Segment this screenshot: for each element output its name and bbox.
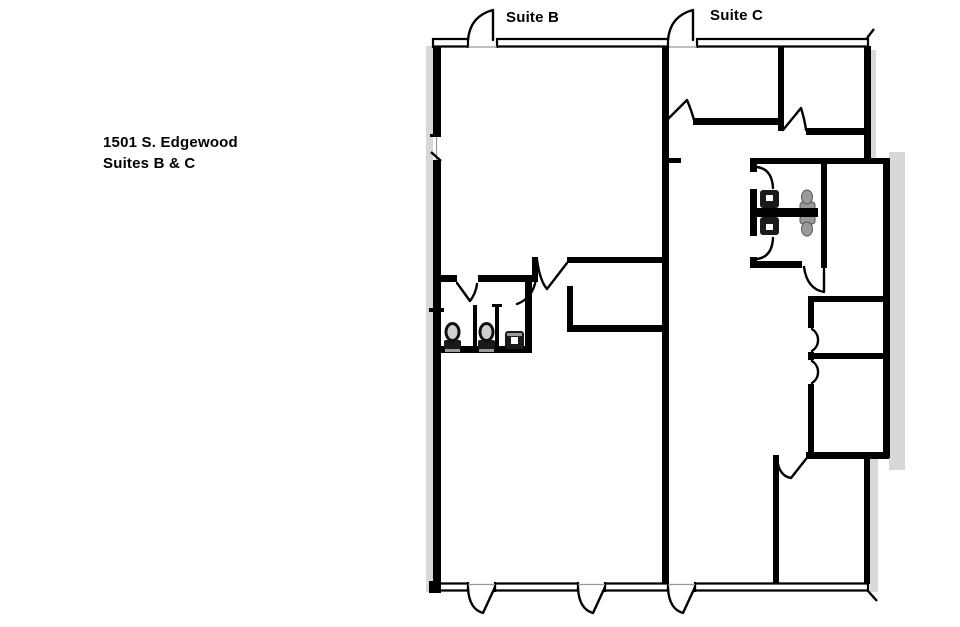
suite-c-walls: [693, 46, 890, 584]
urinal-icon: [505, 331, 524, 349]
suite-b-closet-walls: [567, 257, 665, 332]
wall-shadows: [426, 46, 905, 592]
exterior-wall-top: [431, 28, 875, 48]
monitor-icon: [760, 190, 779, 208]
address-line-1: 1501 S. Edgewood: [103, 134, 238, 151]
door-arc-room-b: [810, 359, 820, 385]
monitor-icon: [760, 217, 779, 235]
door-swings: [455, 8, 826, 615]
door-sill-lines: [435, 46, 697, 586]
door-arc-conf-south: [802, 265, 826, 294]
door-arc-suite-c-entry: [666, 8, 695, 42]
address-line-2: Suites B & C: [103, 155, 196, 172]
door-arc-rear-3: [666, 585, 697, 615]
exterior-wall-bottom: [431, 582, 878, 602]
left-wall-door-tick: [430, 151, 442, 162]
door-arc-rear-room: [775, 457, 808, 480]
chair-icon: [801, 221, 813, 237]
door-arc-room-a: [810, 327, 820, 353]
door-arc-rear-2: [576, 585, 607, 615]
door-arc-conf-upper: [755, 165, 775, 190]
toilet-icon: [478, 322, 495, 352]
door-arc-rear-1: [466, 585, 497, 615]
door-arc-suite-b-entry: [466, 8, 495, 42]
door-arc-junction-2: [535, 258, 549, 291]
door-arc-junction-3: [515, 277, 538, 306]
door-arc-office-left: [664, 98, 696, 123]
door-arc-junction-1: [545, 261, 569, 291]
suite-b-label: Suite B: [506, 9, 560, 26]
conference-table-icon: [752, 208, 818, 217]
door-arc-restroom: [455, 281, 479, 303]
door-arc-office-right: [781, 106, 808, 132]
door-arc-conf-lower: [755, 236, 775, 261]
suite-divider-wall: [662, 46, 681, 584]
address-block: 1501 S. Edgewood Suites B & C: [103, 132, 238, 174]
toilet-icon: [444, 322, 461, 352]
conference-set: [752, 189, 818, 237]
suite-c-label: Suite C: [710, 7, 764, 24]
suite-b-left-wall: [429, 46, 444, 591]
chair-icon: [801, 189, 813, 205]
